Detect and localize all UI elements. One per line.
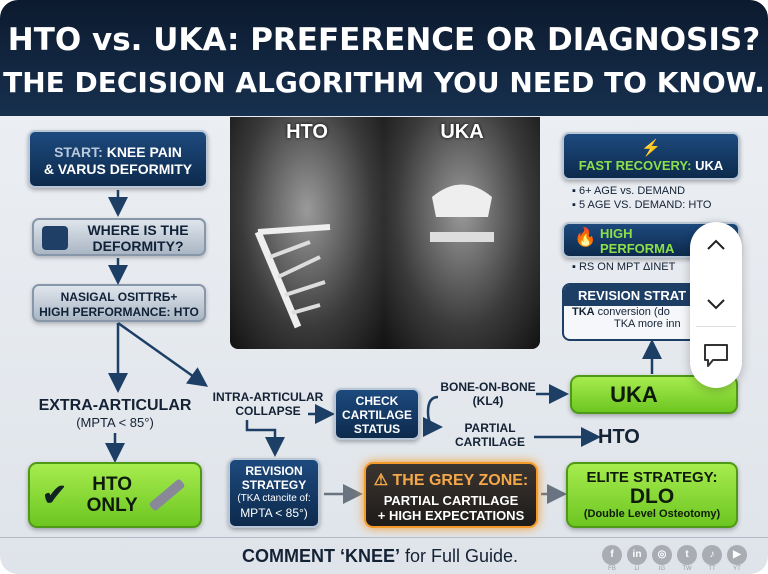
revision-sub1: (TKA ctancite of: xyxy=(237,493,311,504)
start-text-line2: & VARUS DEFORMITY xyxy=(43,161,193,177)
nasigal-line2: HIGH PERFORMANCE: HTO xyxy=(39,305,199,319)
revision-sub2: MPTA < 85°) xyxy=(240,506,308,520)
title-banner: HTO vs. UKA: PREFERENCE OR DIAGNOSIS? TH… xyxy=(0,0,768,116)
start-text: KNEE PAIN xyxy=(106,144,182,160)
social-label: TW xyxy=(682,566,692,572)
revision-title: REVISION STRATEGY xyxy=(241,464,307,492)
hto-xray-image: HTO xyxy=(230,117,384,349)
extra-articular-label: EXTRA-ARTICULAR xyxy=(38,397,192,414)
tiktok-icon[interactable]: ♪ xyxy=(702,545,722,565)
bullet: 6+ AGE vs. DEMAND xyxy=(578,185,686,197)
nasigal-box: NASIGAL OSITTRБ+HIGH PERFORMANCE: HTO xyxy=(32,284,206,322)
elite-dlo: DLO xyxy=(629,485,675,508)
chevron-up-icon xyxy=(707,239,725,250)
hto-result-label: HTO xyxy=(598,426,640,448)
fast-recovery-suffix: UKA xyxy=(695,158,724,173)
bullet: RS ON MPT ΔINET xyxy=(578,261,676,273)
comment-icon xyxy=(704,344,728,367)
youtube-icon[interactable]: ▶ xyxy=(727,545,747,565)
high-performance-text: HIGH PERFORMA xyxy=(600,226,675,256)
grey-zone-line2: + HIGH EXPECTATIONS xyxy=(377,508,525,523)
hto-plate-icon xyxy=(254,224,331,329)
grey-zone-title: THE GREY ZONE: xyxy=(392,472,529,489)
chevron-down-icon xyxy=(707,299,725,310)
elite-strategy-box: ELITE STRATEGY: DLO (Double Level Osteot… xyxy=(566,462,738,528)
facebook-icon[interactable]: f xyxy=(602,545,622,565)
fast-recovery-prefix: FAST RECOVERY: xyxy=(578,158,692,173)
nasigal-line1: NASIGAL OSITTRБ+ xyxy=(60,290,178,304)
checkmark-icon: ✔ xyxy=(42,478,68,512)
uka-xray-label: UKA xyxy=(440,121,484,143)
uka-implant-icon xyxy=(430,184,494,242)
uka-xray-image: UKA xyxy=(384,117,540,349)
title-line-1: HTO vs. UKA: PREFERENCE OR DIAGNOSIS? xyxy=(7,22,761,58)
title-line-2: THE DECISION ALGORITHM YOU NEED TO KNOW. xyxy=(3,66,765,99)
social-label: YT xyxy=(733,566,741,572)
start-prefix: START: xyxy=(54,144,103,160)
uka-text: UKA xyxy=(610,382,658,407)
social-label: TT xyxy=(708,566,716,572)
divider xyxy=(696,326,736,327)
revision-line2: TKA more inn xyxy=(614,318,681,330)
footer-rest: for Full Guide. xyxy=(399,546,519,566)
grey-zone-line1: PARTIAL CARTILAGE xyxy=(383,493,519,508)
footer-divider xyxy=(0,537,768,538)
partial-cartilage-label: PARTIAL CARTILAGE xyxy=(455,421,525,449)
bone-on-bone-label: BONE-ON-BONE (KL4) xyxy=(440,380,536,408)
footer-cta: COMMENT ‘KNEE’ for Full Guide. xyxy=(180,546,580,567)
where-box: WHERE IS THE DEFORMITY? xyxy=(32,218,206,256)
bullet: 5 AGE VS. DEMAND: HTO xyxy=(578,199,712,211)
fast-recovery-bullets: ▪ 6+ AGE vs. DEMAND ▪ 5 AGE VS. DEMAND: … xyxy=(572,185,712,211)
elite-title: ELITE STRATEGY: xyxy=(586,469,718,486)
hto-only-text: HTO ONLY xyxy=(86,474,138,516)
hto-only-box: ✔ HTO ONLY xyxy=(28,462,202,528)
revision-strategy-box: REVISION STRATEGY (TKA ctancite of: MPTA… xyxy=(228,458,320,528)
lightning-icon: ⚡ xyxy=(641,140,661,157)
warning-icon: ⚠ xyxy=(373,472,389,489)
check-cartilage-box: CHECK CARTILAGE STATUS xyxy=(334,388,420,440)
fire-icon: 🔥 xyxy=(574,227,597,247)
twitter-icon[interactable]: t xyxy=(677,545,697,565)
fast-recovery-box: ⚡ FAST RECOVERY: UKA xyxy=(562,132,740,180)
grey-zone-box: ⚠ THE GREY ZONE: PARTIAL CARTILAGE + HIG… xyxy=(364,462,538,528)
footer-bold: COMMENT ‘KNEE’ xyxy=(241,546,400,566)
tka-bold: TKA xyxy=(572,306,595,318)
intra-articular-label: INTRA-ARTICULAR COLLAPSE xyxy=(212,390,324,418)
comment-button[interactable] xyxy=(690,342,742,375)
knee-joint-icon xyxy=(42,226,68,250)
floating-nav-widget xyxy=(690,222,742,388)
linkedin-icon[interactable]: in xyxy=(627,545,647,565)
extra-articular-mpta: (MPTA < 85°) xyxy=(76,415,154,430)
social-label: FB xyxy=(608,566,616,572)
elite-subtitle: (Double Level Osteotomy) xyxy=(583,508,721,520)
scroll-down-button[interactable] xyxy=(690,297,742,316)
bone-plate-icon xyxy=(148,478,186,512)
instagram-icon[interactable]: ◎ xyxy=(652,545,672,565)
start-box: START: KNEE PAIN& VARUS DEFORMITY xyxy=(28,130,208,188)
revision-line1: conversion (do xyxy=(594,306,670,318)
social-label: LI xyxy=(634,566,640,572)
scroll-up-button[interactable] xyxy=(690,236,742,257)
where-text: WHERE IS THE DEFORMITY? xyxy=(87,222,189,254)
hto-xray-label: HTO xyxy=(286,121,328,143)
high-performance-bullet: ▪ RS ON MPT ΔINET xyxy=(572,261,676,273)
social-label: IG xyxy=(658,566,666,572)
